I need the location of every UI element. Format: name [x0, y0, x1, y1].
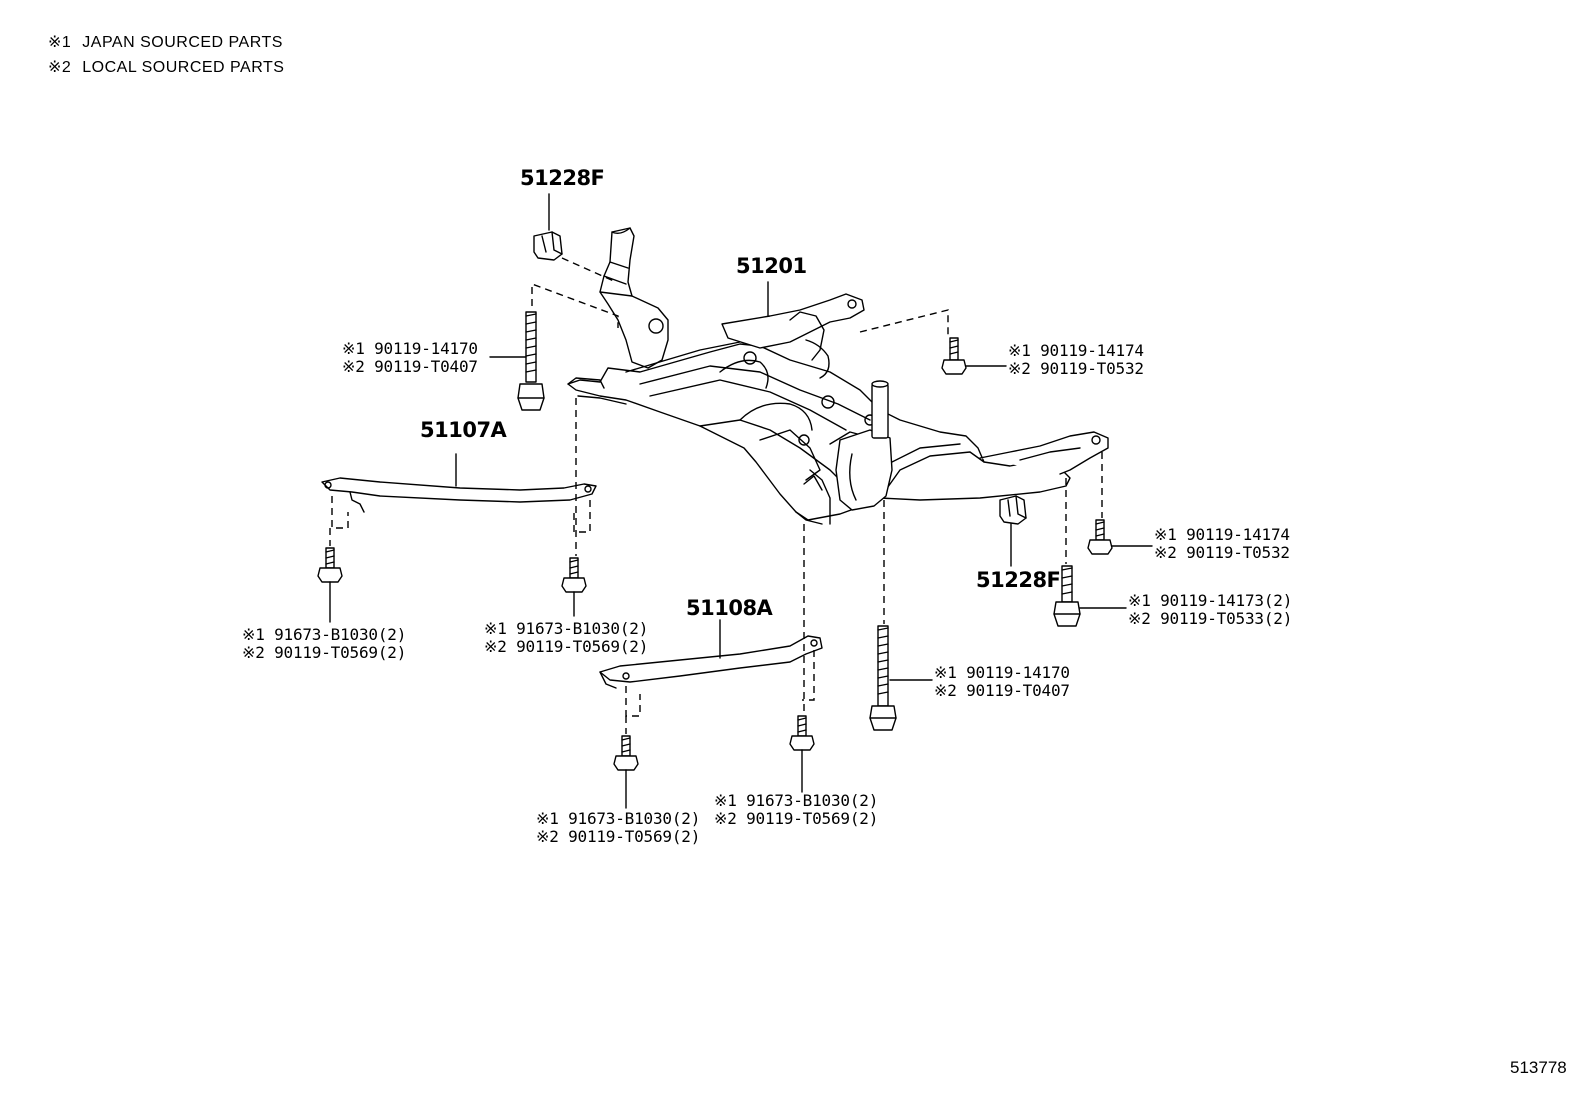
bolt-right-low — [1053, 565, 1127, 627]
part-label-51201: 51201 — [736, 254, 807, 278]
callout-bolt-51108-right: ※1 91673-B1030(2) ※2 90119-T0569(2) — [714, 791, 879, 828]
brace-51108A — [599, 619, 823, 689]
legend-item-japan: ※1 JAPAN SOURCED PARTS — [48, 34, 283, 51]
brace-51107A — [321, 453, 597, 513]
legend-item-local: ※2 LOCAL SOURCED PARTS — [48, 59, 285, 76]
callout-bolt-right-low: ※1 90119-14173(2) ※2 90119-T0533(2) — [1128, 591, 1293, 628]
callout-bolt-right-tall: ※1 90119-14170 ※2 90119-T0407 — [934, 663, 1070, 700]
bolt-51108-right — [789, 715, 815, 793]
callout-bolt-top-right: ※1 90119-14174 ※2 90119-T0532 — [1008, 341, 1144, 378]
bushing-51228F-right — [999, 495, 1027, 567]
bolt-top-right — [941, 337, 1007, 375]
diagram-id: 513778 — [1510, 1058, 1567, 1077]
bolt-51107-right — [561, 557, 587, 617]
callout-bolt-left-tall: ※1 90119-14170 ※2 90119-T0407 — [342, 339, 478, 376]
bolt-left-tall — [489, 311, 545, 411]
part-label-51108A: 51108A — [686, 596, 773, 620]
bolt-right-tall — [869, 625, 933, 731]
callout-bolt-51108-left: ※1 91673-B1030(2) ※2 90119-T0569(2) — [536, 809, 701, 846]
part-label-51107A: 51107A — [420, 418, 507, 442]
callout-bolt-51107-left: ※1 91673-B1030(2) ※2 90119-T0569(2) — [242, 625, 407, 662]
bushing-51228F-top — [533, 193, 563, 261]
part-label-51228F-top: 51228F — [520, 166, 605, 190]
legend: ※1 JAPAN SOURCED PARTS ※2 LOCAL SOURCED … — [48, 30, 284, 80]
bolt-51107-left — [317, 547, 343, 623]
part-label-51228F-right: 51228F — [976, 568, 1061, 592]
callout-bolt-51107-right: ※1 91673-B1030(2) ※2 90119-T0569(2) — [484, 619, 649, 656]
assembly-guides — [329, 257, 1103, 734]
bolt-right-mid — [1087, 519, 1153, 555]
bolt-51108-left — [613, 735, 639, 809]
crossmember-51201 — [567, 227, 1109, 525]
callout-bolt-right-mid: ※1 90119-14174 ※2 90119-T0532 — [1154, 525, 1290, 562]
